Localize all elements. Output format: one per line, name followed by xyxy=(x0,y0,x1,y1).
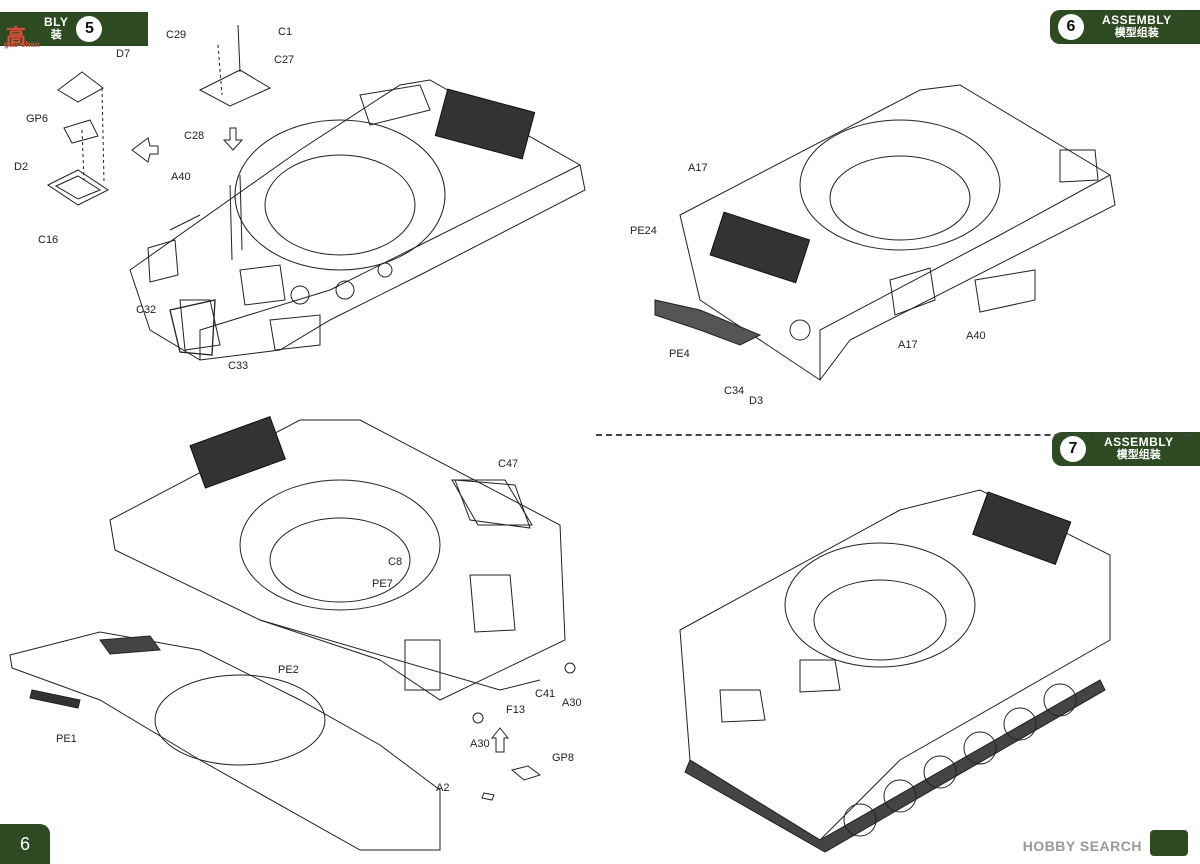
label-c29: C29 xyxy=(166,29,187,41)
label-d2: D2 xyxy=(14,161,29,173)
step-5-hull-drawing xyxy=(129,79,586,361)
label-c47: C47 xyxy=(498,458,519,470)
step-6-title: ASSEMBLY 模型组装 xyxy=(1102,14,1172,40)
label-c8: C8 xyxy=(388,556,403,568)
parts-c47-gp8 xyxy=(451,479,542,801)
hobby-search-watermark: HOBBY SEARCH xyxy=(1022,838,1142,854)
step-6-title-zh: 模型组装 xyxy=(1114,27,1159,39)
label-a40-step6: A40 xyxy=(966,330,986,342)
label-a2: A2 xyxy=(436,782,450,794)
step-5-parts xyxy=(47,24,272,206)
step-7-title-en: ASSEMBLY xyxy=(1104,435,1174,449)
label-gp8: GP8 xyxy=(552,752,575,764)
step-7-header: 7 ASSEMBLY 模型组装 xyxy=(1052,432,1200,466)
label-c1: C1 xyxy=(278,26,293,38)
page-corner-tab xyxy=(1150,830,1188,856)
step-6-hull-drawing xyxy=(654,84,1116,381)
label-a40-step5: A40 xyxy=(171,171,191,183)
label-c32: C32 xyxy=(136,304,157,316)
step-7-left-hull-drawing xyxy=(109,415,576,753)
page-number: 6 xyxy=(0,824,50,864)
label-a30-right: A30 xyxy=(562,697,582,709)
step-7-title: ASSEMBLY 模型组装 xyxy=(1104,436,1174,462)
label-d3: D3 xyxy=(749,395,764,407)
label-gp6: GP6 xyxy=(26,113,49,125)
label-c28: C28 xyxy=(184,130,205,142)
label-a30-bottom: A30 xyxy=(470,738,490,750)
label-c41: C41 xyxy=(535,688,556,700)
label-pe24: PE24 xyxy=(630,225,657,237)
step-5-title: BLY 装 xyxy=(44,16,68,42)
label-c34: C34 xyxy=(724,385,745,397)
step-5-number: 5 xyxy=(76,16,103,42)
label-f13: F13 xyxy=(506,704,525,716)
step-6-title-en: ASSEMBLY xyxy=(1102,13,1172,27)
step-6-number: 6 xyxy=(1058,14,1084,40)
watermark-site: gao-shan xyxy=(4,40,40,49)
label-c16: C16 xyxy=(38,234,59,246)
side-plate-drawing xyxy=(9,631,441,851)
label-pe7: PE7 xyxy=(372,578,393,590)
step-7-title-zh: 模型组装 xyxy=(1116,449,1161,461)
section-divider xyxy=(596,434,1190,436)
label-a17-bottom: A17 xyxy=(898,339,918,351)
label-c27: C27 xyxy=(274,54,295,66)
label-pe1: PE1 xyxy=(56,733,77,745)
label-pe4: PE4 xyxy=(669,348,690,360)
step-5-title-zh: 装 xyxy=(50,29,62,41)
step-7-right-assembly-drawing xyxy=(679,489,1111,853)
label-pe2: PE2 xyxy=(278,664,299,676)
step-5-title-en: BLY xyxy=(44,15,69,29)
label-a17-top: A17 xyxy=(688,162,708,174)
watermark-char: 高 xyxy=(6,26,26,48)
step-7-number: 7 xyxy=(1060,436,1086,462)
step-6-header: 6 ASSEMBLY 模型组装 xyxy=(1050,10,1200,44)
step-5-header: 高 gao-shan BLY 装 5 xyxy=(0,12,148,49)
watermark-logo: 高 gao-shan xyxy=(2,22,64,50)
label-c33: C33 xyxy=(228,360,249,372)
label-d7: D7 xyxy=(116,48,131,60)
